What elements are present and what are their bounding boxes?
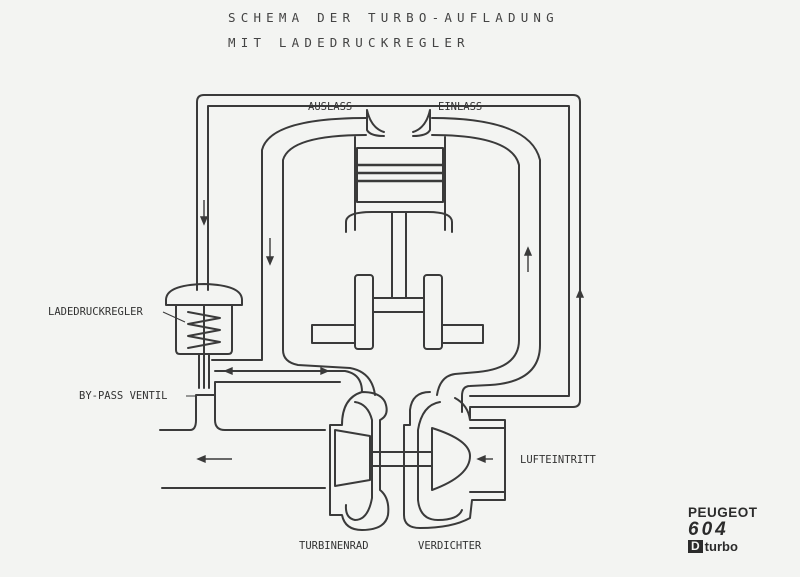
turbine-wheel (334, 429, 371, 487)
boost-pressure-line-outer (196, 94, 581, 408)
piston-skirt (345, 211, 453, 233)
exhaust-duct-outer (211, 117, 367, 361)
arrow-boost-up-icon (575, 288, 585, 305)
compressor-inlet (469, 427, 506, 493)
connecting-rod (391, 211, 407, 299)
arrow-bypass-left-icon (223, 366, 245, 376)
exhaust-duct-inner (282, 134, 376, 396)
piston (356, 147, 444, 203)
turbo-shaft (371, 451, 433, 467)
crankshaft-main (311, 324, 484, 344)
label-auslass: AUSLASS (308, 101, 353, 113)
peugeot-logo: PEUGEOT 604 D turbo (688, 505, 783, 554)
turbine-housing-inner (344, 401, 373, 521)
arrow-air-in-left-icon (476, 454, 493, 464)
label-ladedruckregler: LADEDRUCKREGLER (48, 306, 143, 318)
compressor-housing-inner (417, 401, 463, 521)
intake-duct-outer (431, 117, 541, 413)
label-turbinenrad: TURBINENRAD (299, 540, 369, 552)
intake-valve (412, 109, 431, 137)
wastegate-cap (165, 283, 243, 306)
exhaust-duct-bottom (214, 370, 363, 393)
boost-pressure-line-inner (207, 105, 570, 397)
arrow-exhaust-right-icon (308, 366, 330, 376)
turbine-housing-outer (329, 391, 390, 531)
crank-web-right (423, 274, 443, 350)
leader-ladedruckregler (162, 311, 186, 323)
brand-variant: D turbo (688, 539, 783, 554)
label-bypass-ventil: BY-PASS VENTIL (79, 390, 168, 402)
bypass-duct (159, 381, 341, 431)
label-verdichter: VERDICHTER (418, 540, 482, 552)
brand-name: PEUGEOT (688, 505, 758, 520)
crank-pin (372, 297, 425, 313)
wastegate-stem (198, 304, 210, 389)
brand-variant-text: turbo (704, 539, 738, 554)
wastegate-spring (187, 311, 221, 349)
diagram-subtitle: MIT LADEDRUCKREGLER (228, 35, 470, 50)
diagram-title: SCHEMA DER TURBO-AUFLADUNG (228, 10, 559, 25)
arrow-exhaust-down-icon (265, 238, 275, 266)
brand-model: 604 (688, 519, 729, 540)
crank-web-left (354, 274, 374, 350)
label-einlass: EINLASS (438, 101, 483, 113)
arrow-intake-up-icon (523, 246, 533, 272)
arrow-boost-down-icon (199, 200, 209, 226)
exhaust-valve (366, 109, 385, 137)
compressor-wheel (431, 427, 471, 491)
diesel-badge-icon: D (688, 540, 703, 553)
bypass-duct-lower (214, 394, 326, 431)
cylinder-head (354, 136, 446, 231)
intake-duct-inner (431, 134, 520, 396)
arrow-outlet-left-icon (196, 454, 232, 464)
label-lufteintritt: LUFTEINTRITT (520, 454, 596, 466)
